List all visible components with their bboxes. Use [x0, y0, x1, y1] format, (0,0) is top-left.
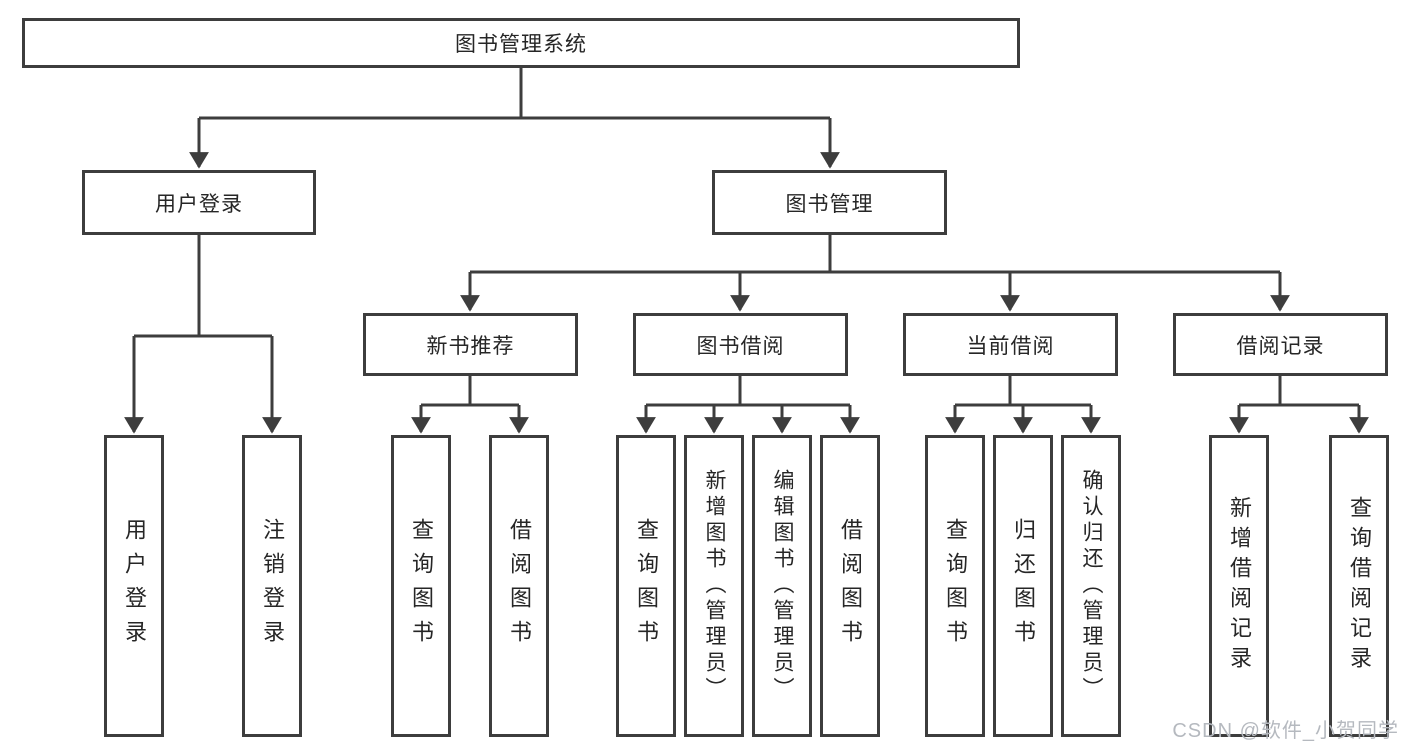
node-leaf-query-books-1: 查询图书 — [391, 435, 451, 737]
node-leaf-query-books-3: 查询图书 — [925, 435, 985, 737]
node-label: 查询借阅记录 — [1347, 496, 1372, 676]
node-label: 借阅记录 — [1236, 334, 1325, 358]
node-root-library-management-system: 图书管理系统 — [22, 18, 1020, 68]
node-label: 借阅图书 — [507, 518, 532, 654]
node-label: 新书推荐 — [426, 334, 515, 358]
node-leaf-query-borrow-record: 查询借阅记录 — [1329, 435, 1389, 737]
node-leaf-confirm-return-admin: 确认归还（管理员） — [1061, 435, 1121, 737]
node-leaf-edit-books-admin: 编辑图书（管理员） — [752, 435, 812, 737]
node-leaf-return-books: 归还图书 — [993, 435, 1053, 737]
node-label: 归还图书 — [1011, 518, 1036, 654]
node-book-borrowing: 图书借阅 — [633, 313, 848, 376]
node-label: 借阅图书 — [838, 518, 863, 654]
node-user-login-branch: 用户登录 — [82, 170, 316, 235]
node-leaf-borrow-books-2: 借阅图书 — [820, 435, 880, 737]
node-leaf-borrow-books-1: 借阅图书 — [489, 435, 549, 737]
node-label: 新增借阅记录 — [1227, 496, 1252, 676]
node-label: 查询图书 — [634, 518, 659, 654]
node-label: 图书借阅 — [696, 334, 785, 358]
node-label: 当前借阅 — [966, 334, 1055, 358]
node-label: 注销登录 — [260, 518, 285, 654]
node-label: 用户登录 — [122, 518, 147, 654]
node-label: 确认归还（管理员） — [1080, 469, 1103, 703]
node-leaf-query-books-2: 查询图书 — [616, 435, 676, 737]
node-leaf-add-books-admin: 新增图书（管理员） — [684, 435, 744, 737]
node-label: 用户登录 — [155, 192, 243, 216]
node-borrowing-records: 借阅记录 — [1173, 313, 1388, 376]
node-new-book-recommendation: 新书推荐 — [363, 313, 578, 376]
node-leaf-add-borrow-record: 新增借阅记录 — [1209, 435, 1269, 737]
node-label: 新增图书（管理员） — [703, 469, 726, 703]
node-label: 图书管理 — [785, 192, 874, 216]
node-label: 查询图书 — [409, 518, 434, 654]
node-label: 图书管理系统 — [455, 33, 587, 56]
node-leaf-logout: 注销登录 — [242, 435, 302, 737]
node-book-management-branch: 图书管理 — [712, 170, 947, 235]
node-label: 编辑图书（管理员） — [771, 469, 794, 703]
node-leaf-user-login: 用户登录 — [104, 435, 164, 737]
node-label: 查询图书 — [943, 518, 968, 654]
node-current-borrowing: 当前借阅 — [903, 313, 1118, 376]
